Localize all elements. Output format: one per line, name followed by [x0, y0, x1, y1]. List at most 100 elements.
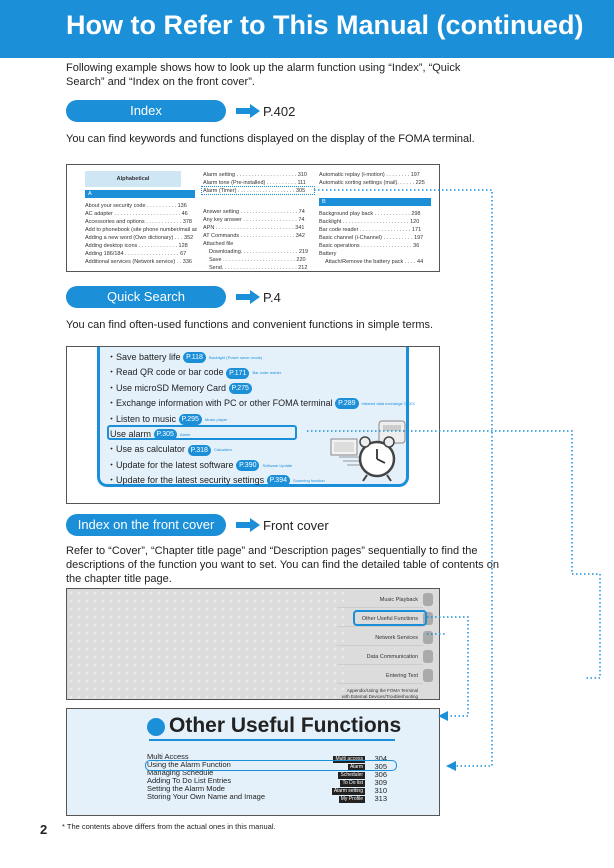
- tab-music-playback: Music Playback: [337, 593, 423, 608]
- page-badge: P.275: [228, 382, 252, 394]
- index-letter-a: A: [85, 190, 195, 198]
- index-entry: Additional services (Network service) . …: [85, 259, 192, 265]
- tab-data-communication: Data Communication: [337, 650, 423, 665]
- item-note: Software Update: [262, 462, 293, 468]
- index-entry: Downloading. . . . . . . . . . . . . . .…: [209, 249, 309, 255]
- index-entry: Adding a new word (Own dictionary) . . .…: [85, 235, 194, 241]
- page-badge: P.394: [266, 475, 290, 487]
- index-entry: Backlight . . . . . . . . . . . . . . . …: [319, 219, 420, 225]
- index-panel: Alphabetical A About your security code …: [66, 164, 440, 272]
- front-cover-pill: Index on the front cover: [66, 514, 226, 536]
- index-entry: Attach/Remove the battery pack . . . . 4…: [325, 259, 424, 265]
- footnote: * The contents above differs from the ac…: [62, 822, 276, 831]
- index-column-3: Automatic replay (i-motion) . . . . . . …: [319, 171, 435, 187]
- highlight-cover-tab: [353, 610, 427, 626]
- highlight-quick-search-alarm: [107, 425, 297, 440]
- list-item: ・Exchange information with PC or other F…: [107, 396, 415, 411]
- index-entry: Alarm tone (Pre-installed) . . . . . . .…: [203, 180, 306, 186]
- chapter-page: 306: [374, 770, 387, 779]
- intro-text: Following example shows how to look up t…: [66, 62, 461, 88]
- index-entry: AT Commands . . . . . . . . . . . . . . …: [203, 233, 305, 239]
- page-header: [0, 0, 614, 58]
- page-badge: P.305: [153, 429, 177, 441]
- index-column-4: Background play back . . . . . . . . . .…: [319, 210, 435, 266]
- page-badge: P.295: [178, 413, 202, 425]
- index-entry: Automatic replay (i-motion) . . . . . . …: [319, 172, 420, 178]
- quick-search-pill: Quick Search: [66, 286, 226, 308]
- front-cover-panel: Music Playback Other Useful Functions Ne…: [66, 588, 440, 700]
- item-note: Scanning function: [292, 478, 325, 484]
- chapter-title-underline: [149, 739, 395, 741]
- tab-appendix: Appendix/Using the FOMA Terminal with Ex…: [341, 688, 418, 699]
- quick-search-description: You can find often-used functions and co…: [66, 319, 434, 331]
- page-title: How to Refer to This Manual (continued): [66, 10, 584, 40]
- tab-markers: [423, 593, 433, 693]
- quick-search-page-ref: P.4: [263, 290, 281, 305]
- index-entry: Answer setting . . . . . . . . . . . . .…: [203, 209, 305, 215]
- index-entry: Attached file: [203, 241, 234, 247]
- index-entry: Basic operations . . . . . . . . . . . .…: [319, 243, 420, 249]
- index-entry: Basic channel (i-Channel) . . . . . . . …: [319, 235, 424, 241]
- highlight-index-alarm: [201, 186, 315, 195]
- chapter-page: 309: [374, 778, 387, 787]
- page-badge: P.118: [183, 352, 206, 364]
- index-column-1: About your security code . . . . . . . .…: [85, 202, 197, 266]
- arrow-right-icon: [236, 290, 260, 304]
- page-badge: P.318: [187, 444, 211, 456]
- page-badge: P.289: [335, 398, 359, 410]
- highlight-chapter-alarm: [145, 760, 397, 771]
- chapter-tag: To Do list: [340, 779, 365, 787]
- chapter-tag: My Profile: [338, 795, 365, 803]
- arrowhead-left-icon: [446, 761, 456, 771]
- front-cover-ref: Front cover: [263, 518, 329, 533]
- page-number: 2: [40, 822, 48, 837]
- chapter-tag: Alarm setting: [331, 787, 365, 795]
- page-badge: P.171: [226, 367, 250, 379]
- index-entry: Automatic sorting settings (mail). . . .…: [319, 180, 425, 186]
- connector-quick-search-b: [586, 574, 601, 679]
- item-note: Alarm: [179, 431, 191, 437]
- index-entry-alarm: Alarm (Timer) . . . . . . . . . . . . . …: [203, 188, 306, 194]
- page-badge: P.390: [236, 459, 260, 471]
- index-column-2: Alarm setting . . . . . . . . . . . . . …: [203, 171, 313, 271]
- item-note: Backlight (Power saver mode): [208, 355, 263, 360]
- index-pill: Index: [66, 100, 226, 122]
- index-entry: Alarm setting . . . . . . . . . . . . . …: [203, 172, 307, 178]
- index-entry: APN . . . . . . . . . . . . . . . . . . …: [203, 225, 305, 231]
- chapter-bullet-icon: [147, 718, 165, 736]
- chapter-title: Other Useful Functions: [169, 714, 402, 737]
- index-entry: Adding 186/184 . . . . . . . . . . . . .…: [85, 251, 187, 257]
- index-entry: Accessories and options . . . . . . . . …: [85, 219, 192, 225]
- tab-entering-text: Entering Text: [337, 669, 423, 684]
- item-note: Infrared data exchange OBEX: [361, 401, 415, 407]
- index-entry: Send. . . . . . . . . . . . . . . . . . …: [209, 265, 308, 271]
- index-entry: Adding desktop icons . . . . . . . . . .…: [85, 243, 188, 249]
- arrow-right-icon: [236, 518, 260, 532]
- index-entry: AC adapter . . . . . . . . . . . . . . .…: [85, 211, 188, 217]
- index-entry: Add to phonebook (site phone number/mail…: [85, 227, 197, 233]
- index-letter-b: B: [319, 198, 431, 206]
- cover-pattern: [67, 589, 347, 699]
- item-note: Bar code reader: [252, 370, 282, 376]
- index-entry: Bar code reader . . . . . . . . . . . . …: [319, 227, 422, 233]
- index-heading: Alphabetical: [85, 171, 181, 187]
- list-item: ・Use microSD Memory Card P.275: [107, 381, 415, 396]
- index-page-ref: P.402: [263, 104, 296, 119]
- chapter-tag: Scheduler: [338, 771, 365, 779]
- index-entry: About your security code . . . . . . . .…: [85, 203, 187, 209]
- index-entry: Background play back . . . . . . . . . .…: [319, 211, 421, 217]
- item-note: Music player: [204, 416, 228, 422]
- chapter-page: 310: [374, 786, 387, 795]
- index-description: You can find keywords and functions disp…: [66, 133, 475, 145]
